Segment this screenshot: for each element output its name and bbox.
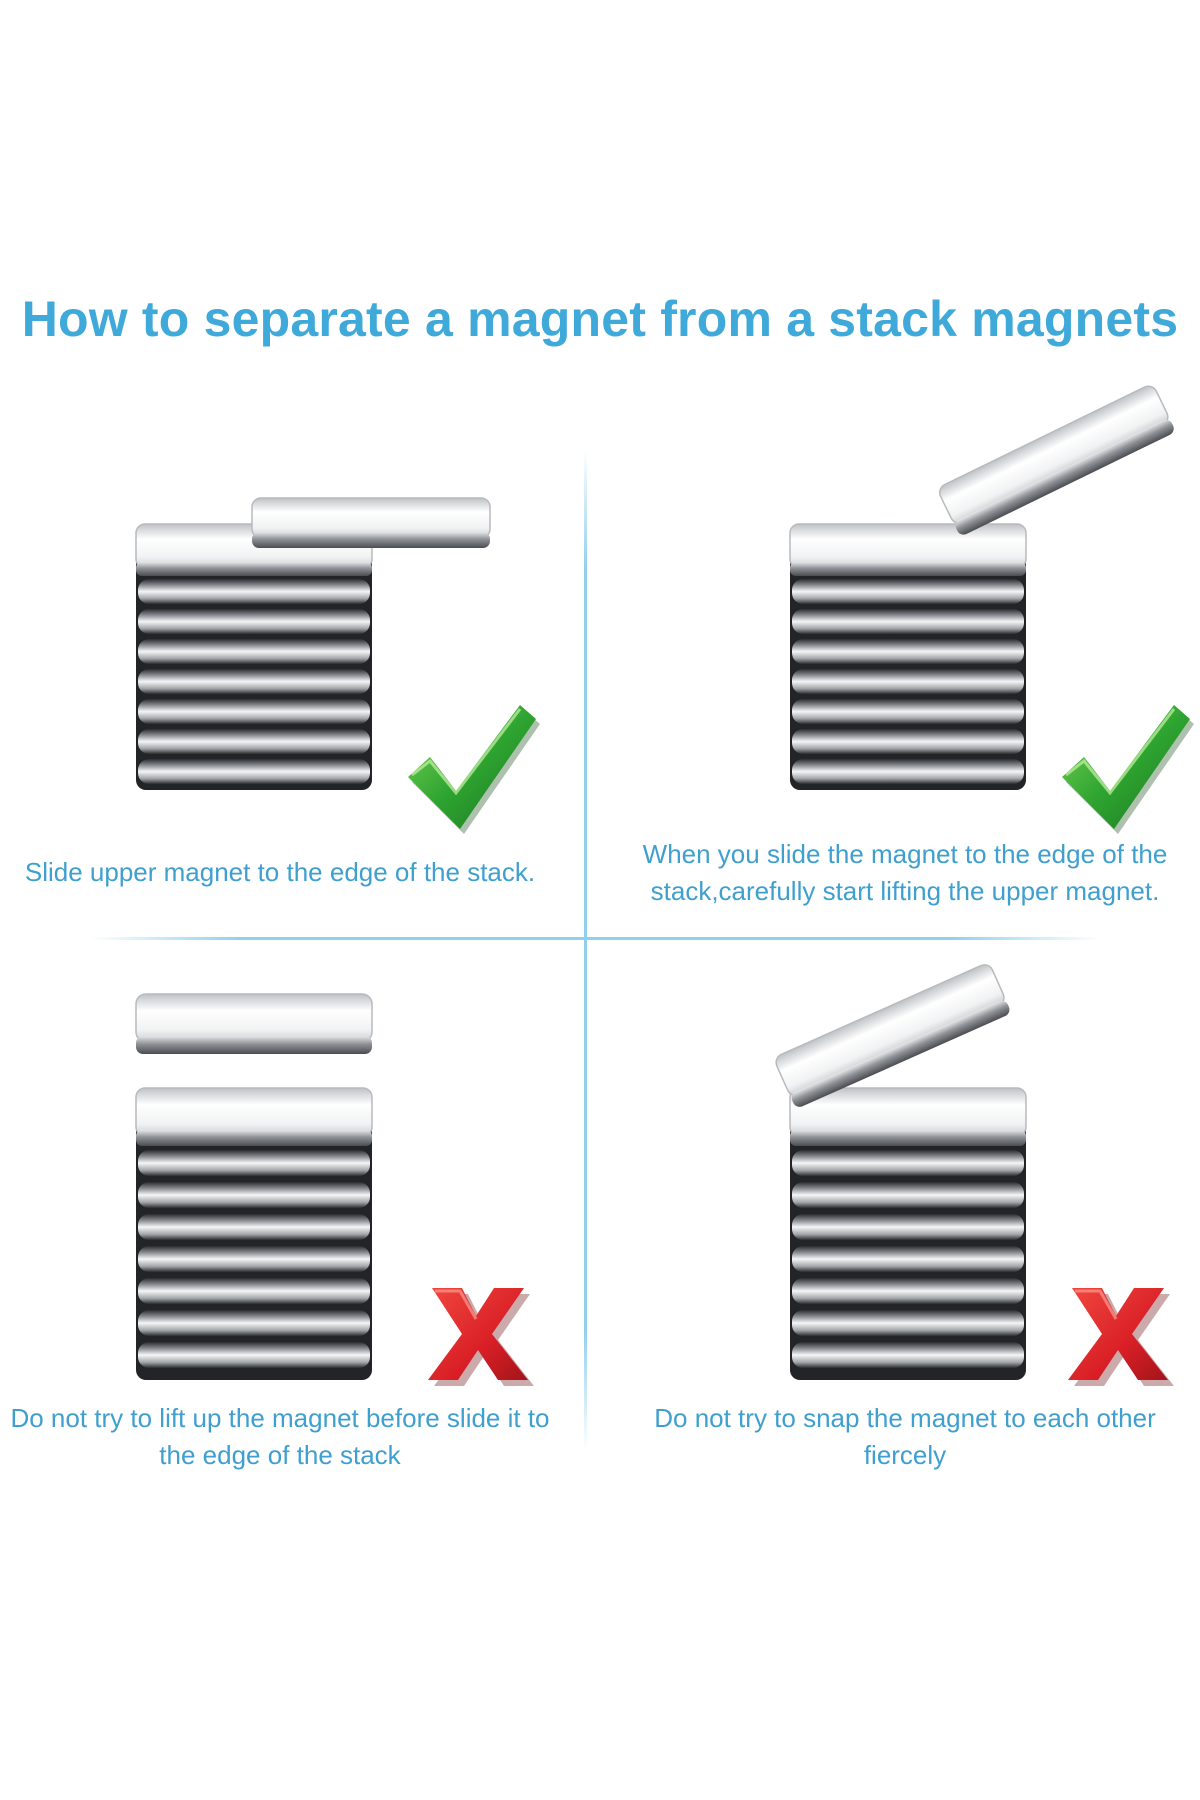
page-title: How to separate a magnet from a stack ma… [21, 291, 1179, 347]
magnet-stack [135, 1087, 373, 1380]
caption-snap: Do not try to snap the magnet to each ot… [654, 1403, 1156, 1470]
vertical-divider [584, 450, 587, 1450]
tilted-upper-magnet [775, 964, 1010, 1107]
caption-tilt-lift: When you slide the magnet to the edge of… [642, 839, 1168, 906]
panel-slide [135, 497, 540, 834]
check-icon [1062, 705, 1194, 834]
caption-slide: Slide upper magnet to the edge of the st… [24, 857, 536, 887]
magnet-stack [789, 1087, 1027, 1380]
magnet-stack [789, 523, 1027, 790]
panel-snap [775, 964, 1174, 1386]
cross-icon [1068, 1288, 1174, 1386]
magnet-stack [135, 523, 373, 790]
check-icon [408, 705, 540, 834]
caption-lift: Do not try to lift up the magnet before … [10, 1403, 550, 1470]
tilted-upper-magnet [938, 385, 1174, 535]
cross-icon [428, 1288, 534, 1386]
lifted-upper-magnet [135, 993, 373, 1054]
panel-lift [135, 993, 534, 1386]
upper-magnet [251, 497, 491, 548]
horizontal-divider [90, 937, 1100, 940]
panel-tilt-lift [789, 385, 1194, 834]
